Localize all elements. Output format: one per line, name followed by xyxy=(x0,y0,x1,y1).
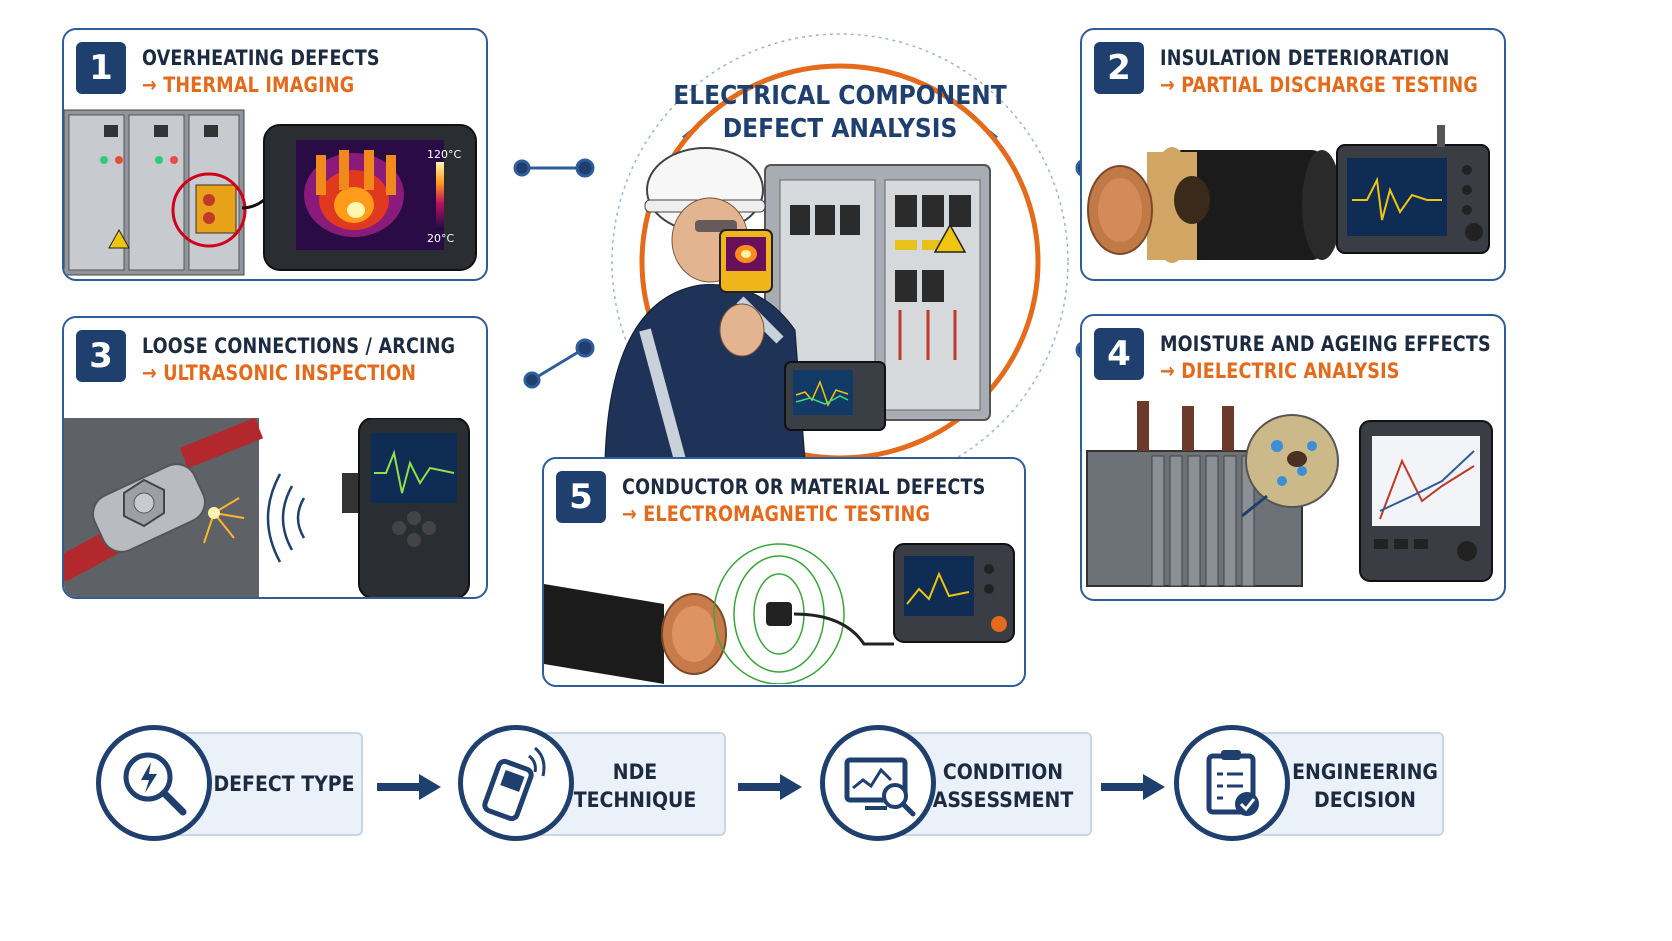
flow-step-circle xyxy=(1174,725,1290,841)
center-title-line1: ELECTRICAL COMPONENT xyxy=(673,81,1007,111)
card-defect-title: OVERHEATING DEFECTS xyxy=(142,46,380,70)
card-loose-connections: 3 LOOSE CONNECTIONS / ARCING → ULTRASONI… xyxy=(62,316,488,599)
card-defect-title: INSULATION DETERIORATION xyxy=(1160,46,1450,70)
flow-arrow-icon xyxy=(738,774,802,800)
flow-step-circle xyxy=(458,725,574,841)
card-number: 2 xyxy=(1094,42,1144,94)
card-number: 5 xyxy=(556,471,606,523)
center-title-line2: DEFECT ANALYSIS xyxy=(722,114,958,144)
card-conductor: 5 CONDUCTOR OR MATERIAL DEFECTS → ELECTR… xyxy=(542,457,1026,687)
card-defect-title: CONDUCTOR OR MATERIAL DEFECTS xyxy=(622,475,986,499)
center-illustration xyxy=(604,33,1069,491)
card-number: 3 xyxy=(76,330,126,382)
flow-step-label: DEFECT TYPE xyxy=(213,772,355,796)
center-hub: ELECTRICAL COMPONENT DEFECT ANALYSIS xyxy=(590,30,1090,491)
thermal-high-label: 120°C xyxy=(427,148,462,161)
flow-step-circle xyxy=(96,725,212,841)
flow-step-circle xyxy=(820,725,936,841)
center-title: ELECTRICAL COMPONENT DEFECT ANALYSIS xyxy=(640,80,1040,146)
flow-arrow-icon xyxy=(377,774,441,800)
flow-step-label: NDE TECHNIQUE xyxy=(573,760,697,812)
switchgear-panel-illustration xyxy=(64,109,477,276)
card-technique-title: → DIELECTRIC ANALYSIS xyxy=(1160,359,1400,383)
card-technique-title: → ULTRASONIC INSPECTION xyxy=(142,361,417,385)
cable-pd-illustration xyxy=(1087,125,1490,263)
card-technique-title: → THERMAL IMAGING xyxy=(142,73,355,97)
handheld-tester-icon xyxy=(482,746,546,822)
card-technique-title: → ELECTROMAGNETIC TESTING xyxy=(622,502,931,526)
card-number: 1 xyxy=(76,42,126,94)
arcing-ultrasonic-illustration xyxy=(64,418,470,597)
process-flow: DEFECT TYPE NDE TECHNIQUE CONDITION ASSE xyxy=(0,720,1672,850)
card-insulation: 2 INSULATION DETERIORATION → PARTIAL DIS… xyxy=(1080,28,1506,281)
card-number: 4 xyxy=(1094,328,1144,380)
clipboard-check-icon xyxy=(1206,750,1259,816)
card-defect-title: LOOSE CONNECTIONS / ARCING xyxy=(142,334,456,358)
magnifier-bolt-icon xyxy=(123,752,187,816)
thermal-low-label: 20°C xyxy=(427,232,455,245)
card-overheating: 1 OVERHEATING DEFECTS → THERMAL IMAGING … xyxy=(62,28,488,281)
flow-step-label: ENGINEERING DECISION xyxy=(1292,760,1438,812)
flow-arrow-icon xyxy=(1101,774,1165,800)
flow-step-label: CONDITION ASSESSMENT xyxy=(932,760,1074,812)
card-moisture: 4 MOISTURE AND AGEING EFFECTS → DIELECTR… xyxy=(1080,314,1506,601)
cable-em-illustration xyxy=(544,543,1015,684)
card-defect-title: MOISTURE AND AGEING EFFECTS xyxy=(1160,332,1491,356)
card-technique-title: → PARTIAL DISCHARGE TESTING xyxy=(1160,73,1478,97)
transformer-dielectric-illustration xyxy=(1086,401,1493,587)
monitor-analysis-icon xyxy=(844,757,916,817)
